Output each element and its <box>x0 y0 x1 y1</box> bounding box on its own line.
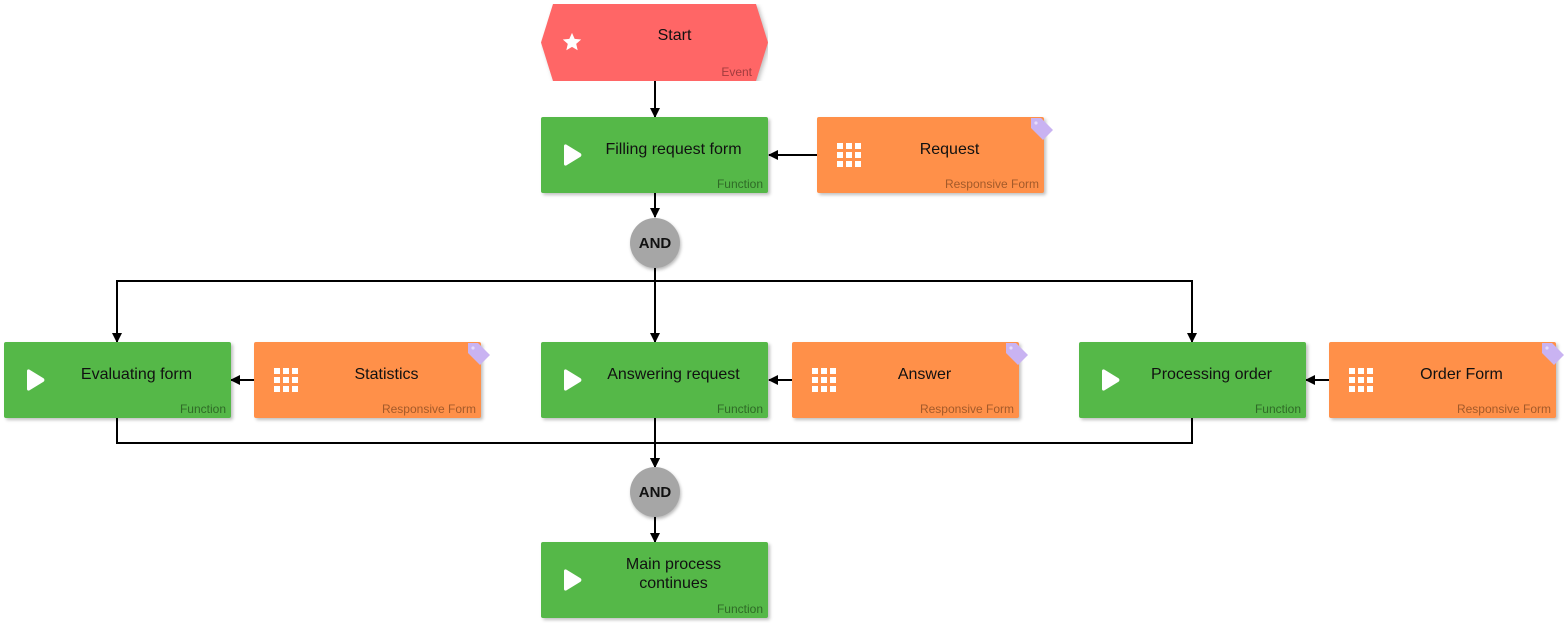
form-type: Responsive Form <box>381 402 476 416</box>
form-label: Order Form <box>1420 365 1503 383</box>
function-label: Evaluating form <box>80 365 193 383</box>
function-filling-request-form[interactable]: Filling request form Function <box>541 117 768 193</box>
grid-icon <box>1349 368 1373 392</box>
star-icon <box>562 32 582 51</box>
form-label: Statistics <box>354 365 419 383</box>
grid-icon <box>274 368 298 392</box>
edge-split-to-evaluating <box>112 268 656 343</box>
form-order[interactable]: Order Form Responsive Form <box>1329 342 1564 418</box>
function-answering-request[interactable]: Answering request Function <box>541 342 768 418</box>
function-label: Main process continues <box>625 556 722 592</box>
form-type: Responsive Form <box>1456 402 1551 416</box>
function-label: Processing order <box>1151 365 1272 383</box>
form-label: Answer <box>897 365 952 383</box>
tag-icon <box>1542 343 1564 365</box>
function-type: Function <box>179 402 226 416</box>
form-label: Request <box>919 140 980 158</box>
event-shape <box>541 4 768 81</box>
play-icon <box>564 569 582 591</box>
play-icon <box>564 369 582 391</box>
function-type: Function <box>1254 402 1301 416</box>
function-main-process-continues[interactable]: Main process continues Function <box>541 542 768 618</box>
start-event-type: Event <box>721 65 752 79</box>
function-type: Function <box>716 602 763 616</box>
tag-icon <box>468 343 490 365</box>
tag-icon <box>1006 343 1028 365</box>
function-label: Answering request <box>607 365 740 383</box>
edge-evaluating-to-join <box>116 418 660 468</box>
play-icon <box>27 369 45 391</box>
function-label: Filling request form <box>605 140 742 158</box>
form-type: Responsive Form <box>919 402 1014 416</box>
grid-icon <box>812 368 836 392</box>
function-evaluating-form[interactable]: Evaluating form Function <box>4 342 231 418</box>
play-icon <box>1102 369 1120 391</box>
play-icon <box>564 144 582 166</box>
edge-split-to-processing <box>655 280 1197 343</box>
start-event[interactable]: Start Event <box>541 4 768 81</box>
edge-processing-to-join <box>655 418 1193 444</box>
and-gateway-join[interactable]: AND <box>630 467 680 517</box>
function-type: Function <box>716 402 763 416</box>
and-gateway-split[interactable]: AND <box>630 218 680 268</box>
start-event-label: Start <box>657 27 692 44</box>
form-request[interactable]: Request Responsive Form <box>817 117 1053 193</box>
form-type: Responsive Form <box>944 177 1039 191</box>
function-processing-order[interactable]: Processing order Function <box>1079 342 1306 418</box>
grid-icon <box>837 143 861 167</box>
form-statistics[interactable]: Statistics Responsive Form <box>254 342 490 418</box>
function-type: Function <box>716 177 763 191</box>
tag-icon <box>1031 118 1053 140</box>
form-answer[interactable]: Answer Responsive Form <box>792 342 1028 418</box>
